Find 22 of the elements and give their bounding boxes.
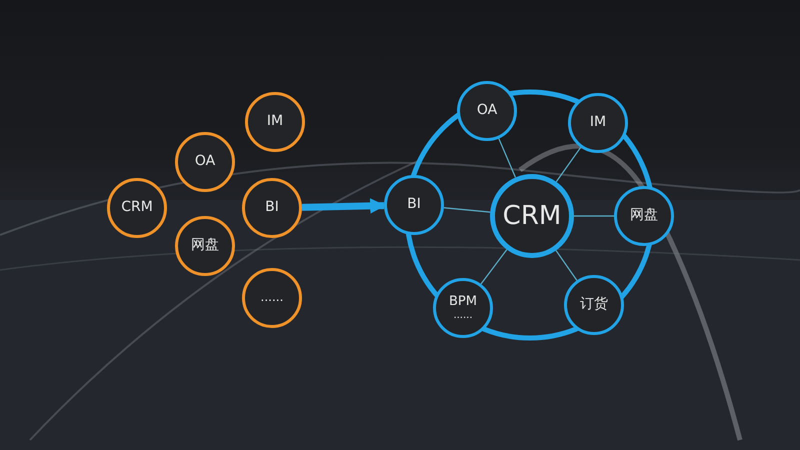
connector-line — [574, 215, 614, 217]
node-label: IM — [266, 114, 284, 130]
node-label: OA — [476, 103, 498, 119]
node-label: BPM — [449, 295, 477, 310]
node-label: OA — [194, 154, 216, 170]
connector-line — [498, 138, 516, 178]
node-label: 网盘 — [191, 238, 219, 254]
node-label: ...... — [260, 291, 284, 305]
node-label: 网盘 — [630, 208, 658, 224]
arrow — [302, 198, 386, 214]
node-label: IM — [590, 115, 606, 131]
connector-line — [556, 147, 582, 182]
node-label: CRM — [502, 202, 562, 230]
node-label: BI — [407, 197, 421, 213]
circle-node — [568, 93, 628, 153]
node-label: 订货 — [580, 297, 608, 313]
node-label: BI — [265, 200, 279, 216]
node-label: CRM — [121, 200, 153, 216]
node-label: ...... — [453, 310, 473, 321]
connector-line — [480, 249, 508, 284]
connector-line — [444, 207, 490, 213]
connector-line — [556, 250, 578, 281]
